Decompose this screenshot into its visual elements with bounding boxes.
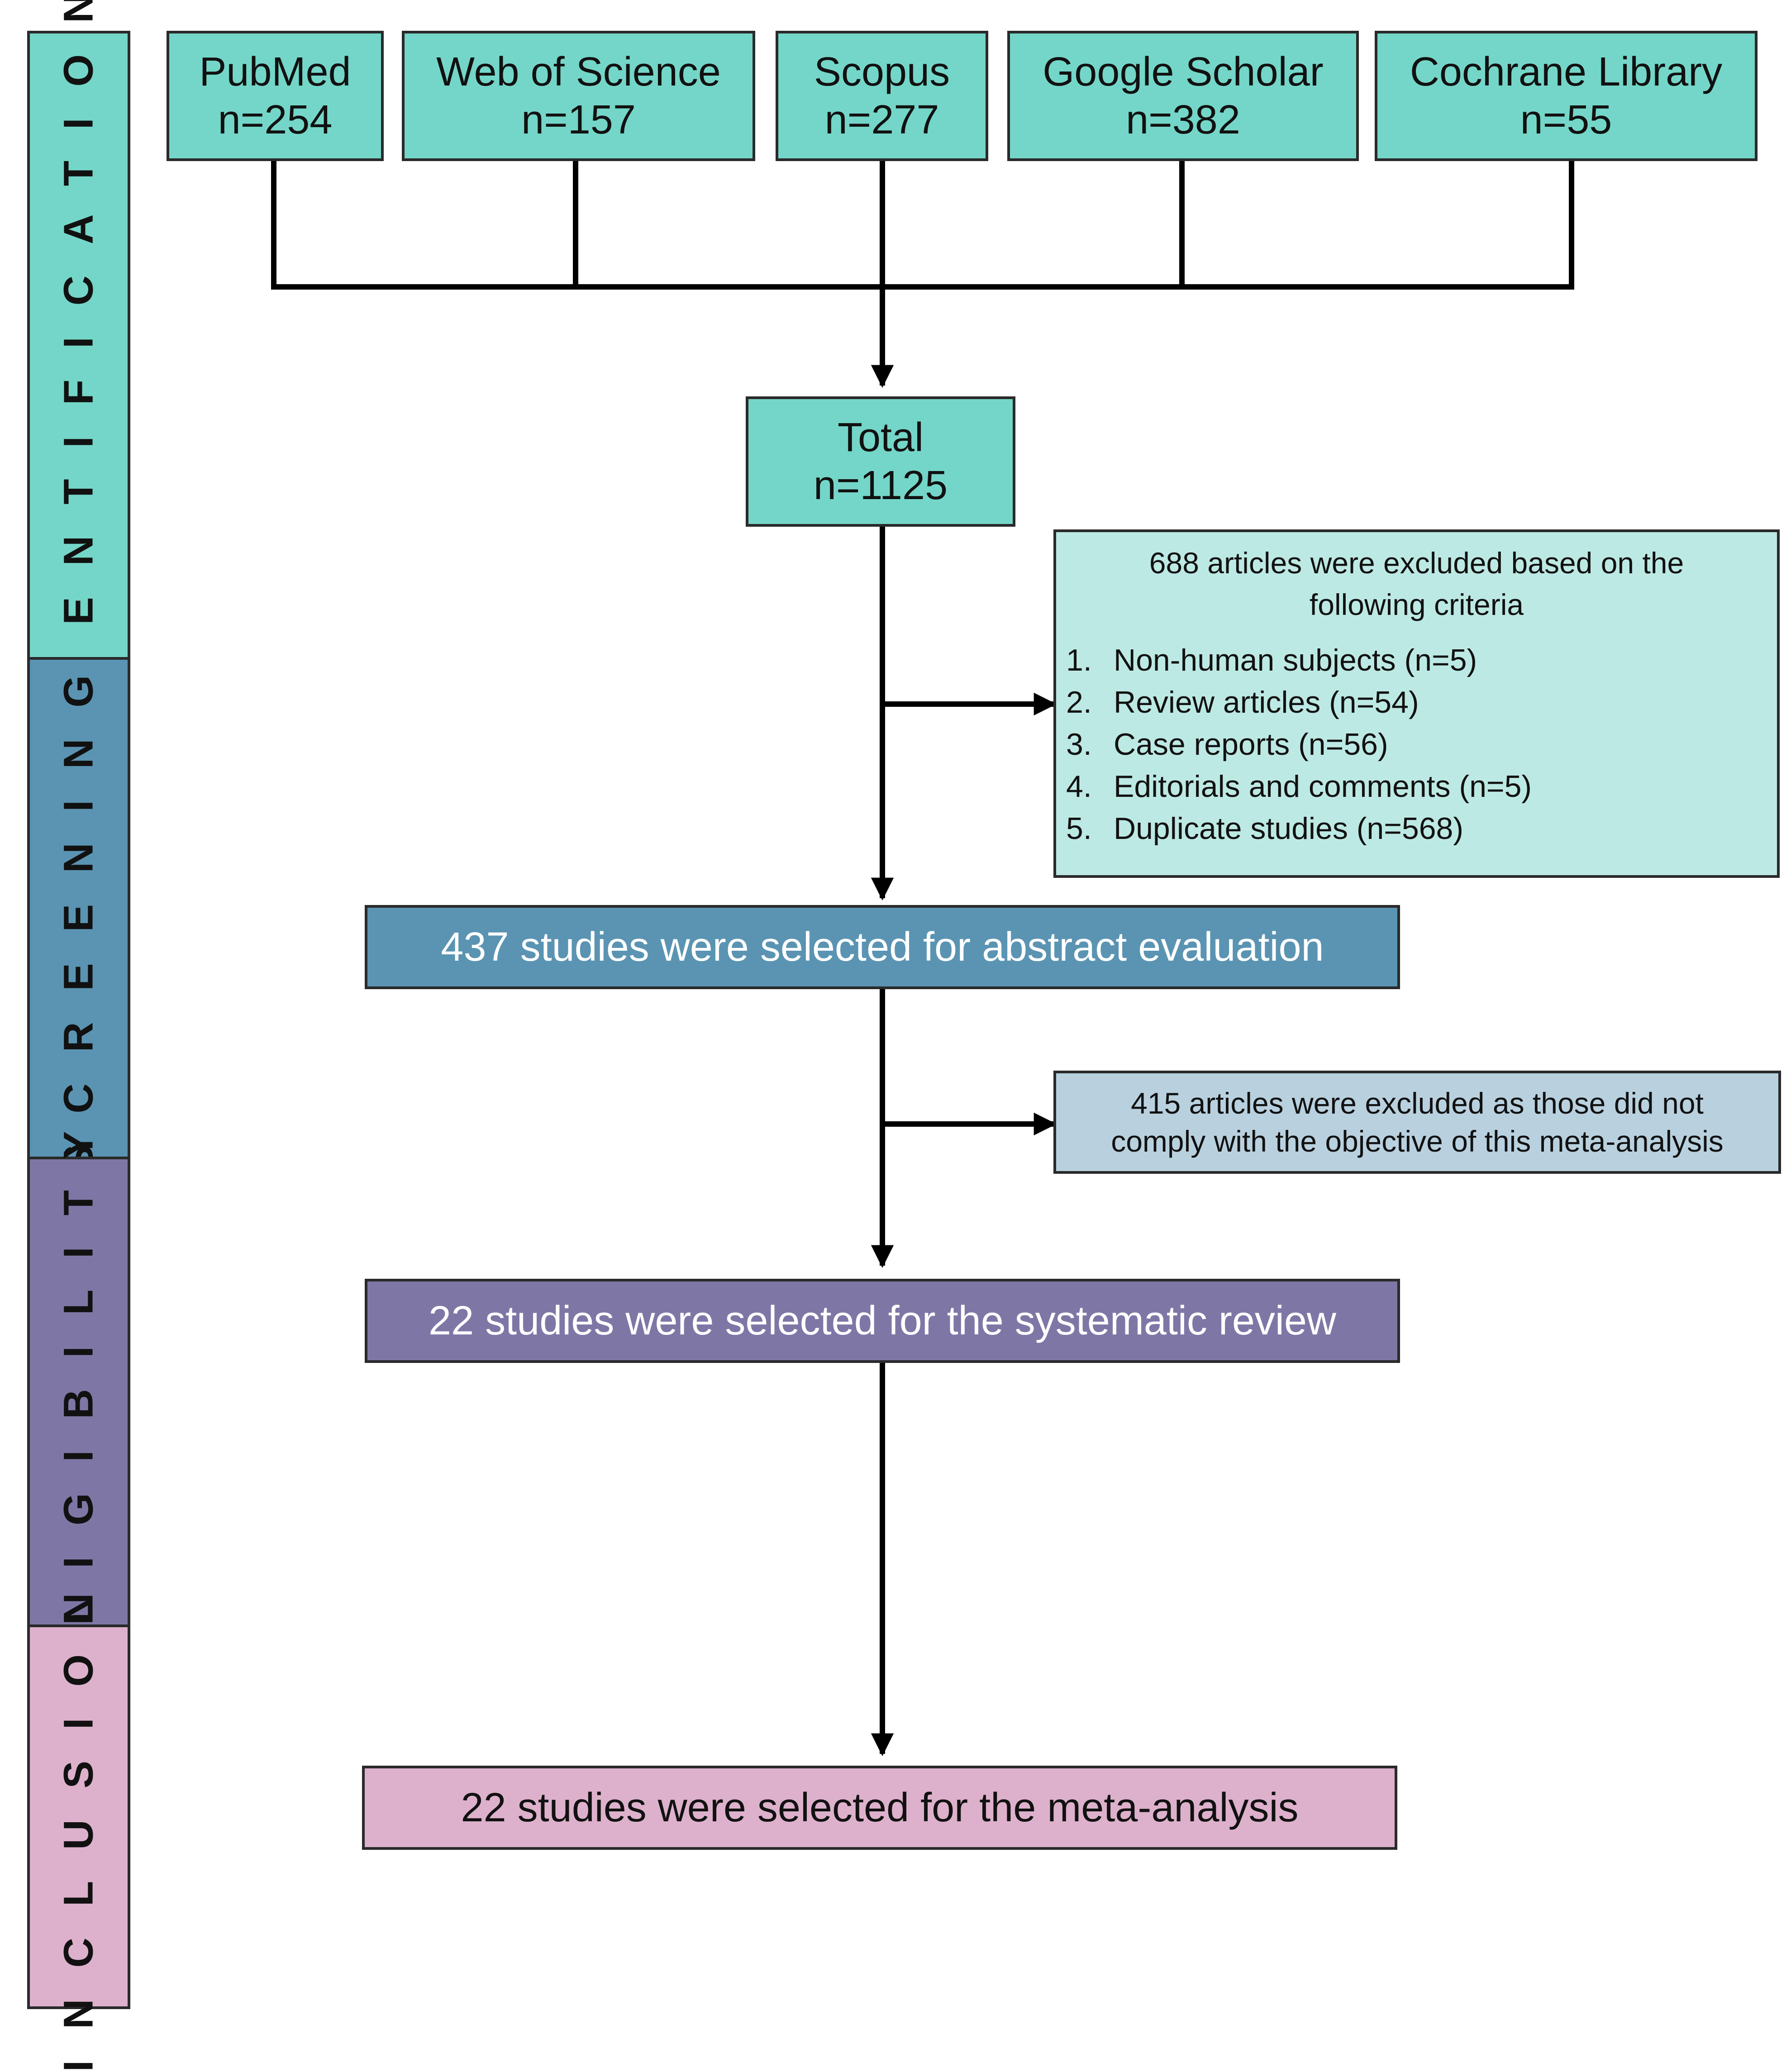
criteria-item: 2. Review articles (n=54) <box>1056 681 1777 724</box>
flow-connectors <box>271 158 1574 1757</box>
criteria-number: 1. <box>1066 643 1092 677</box>
exclusion-objective-line-2: comply with the objective of this meta-a… <box>1111 1124 1724 1158</box>
exclusion-objective-line-1: 415 articles were excluded as those did … <box>1131 1086 1704 1120</box>
exclusion-heading-line-2: following criteria <box>1309 588 1524 622</box>
criteria-item: 3. Case reports (n=56) <box>1056 724 1777 766</box>
criteria-number: 4. <box>1066 769 1092 804</box>
source-name: PubMed <box>199 49 351 95</box>
exclusion-objective-box: 415 articles were excluded as those did … <box>1053 1071 1781 1174</box>
meta-analysis-text: 22 studies were selected for the meta-an… <box>461 1785 1299 1830</box>
systematic-review-text: 22 studies were selected for the systema… <box>429 1298 1336 1343</box>
total-label: Total <box>837 414 924 460</box>
abstract-evaluation-box: 437 studies were selected for abstract e… <box>365 905 1400 989</box>
source-name: Cochrane Library <box>1410 49 1723 95</box>
abstract-evaluation-text: 437 studies were selected for abstract e… <box>441 924 1324 970</box>
source-name: Scopus <box>814 49 950 95</box>
criteria-text: Duplicate studies (n=568) <box>1114 811 1464 846</box>
criteria-number: 2. <box>1066 685 1092 719</box>
phase-identification: IDENTIFICATION <box>27 0 130 729</box>
systematic-review-box: 22 studies were selected for the systema… <box>365 1279 1400 1363</box>
source-name: Google Scholar <box>1043 49 1324 95</box>
meta-analysis-box: 22 studies were selected for the meta-an… <box>362 1766 1397 1850</box>
source-count: n=254 <box>218 97 333 143</box>
total-box: Total n=1125 <box>746 396 1015 527</box>
source-name: Web of Science <box>436 49 721 95</box>
criteria-text: Non-human subjects (n=5) <box>1114 643 1477 677</box>
source-web-of-science: Web of Science n=157 <box>402 31 755 161</box>
criteria-text: Review articles (n=54) <box>1114 685 1419 719</box>
criteria-text: Editorials and comments (n=5) <box>1114 769 1532 804</box>
source-count: n=277 <box>824 97 939 143</box>
exclusion-heading-line-1: 688 articles were excluded based on the <box>1149 546 1684 580</box>
criteria-text: Case reports (n=56) <box>1114 727 1388 762</box>
source-scopus: Scopus n=277 <box>776 31 988 161</box>
criteria-number: 5. <box>1066 811 1092 846</box>
criteria-item: 1. Non-human subjects (n=5) <box>1056 639 1777 681</box>
source-pubmed: PubMed n=254 <box>167 31 384 161</box>
total-count: n=1125 <box>813 463 948 508</box>
criteria-item: 4. Editorials and comments (n=5) <box>1056 766 1777 808</box>
criteria-number: 3. <box>1066 727 1092 762</box>
phase-screening: SCREENING <box>27 644 130 1172</box>
exclusion-heading: 688 articles were excluded based on the … <box>1056 542 1777 626</box>
exclusion-criteria-list: 1. Non-human subjects (n=5) 2. Review arti… <box>1056 639 1777 850</box>
phase-inclusion: INCLUSION <box>27 1562 130 2072</box>
source-count: n=382 <box>1126 97 1240 143</box>
source-count: n=157 <box>521 97 636 143</box>
criteria-item: 5. Duplicate studies (n=568) <box>1056 808 1777 850</box>
source-cochrane-library: Cochrane Library n=55 <box>1375 31 1758 161</box>
exclusion-criteria-box: 688 articles were excluded based on the … <box>1053 529 1780 878</box>
source-count: n=55 <box>1520 97 1612 143</box>
source-google-scholar: Google Scholar n=382 <box>1007 31 1359 161</box>
